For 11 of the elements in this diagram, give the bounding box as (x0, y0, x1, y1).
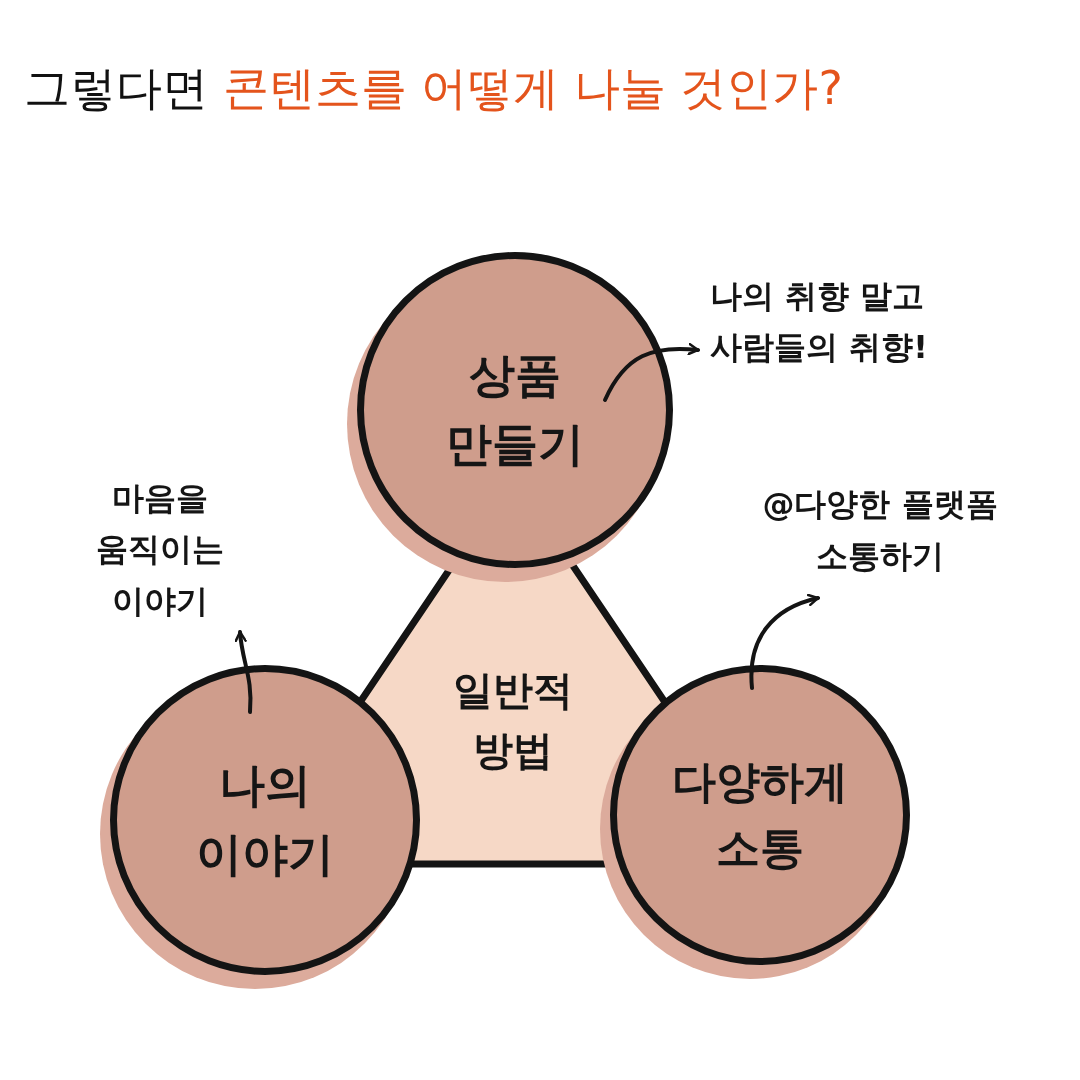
annotation-text: 마음을 움직이는 이야기 (95, 478, 225, 622)
curved-arrow (749, 594, 820, 690)
annotation-text: 나의 취향 말고 사람들의 취향! (710, 275, 929, 368)
curved-arrow (603, 343, 700, 402)
node-label: 다양하게 소통 (671, 755, 849, 875)
node-label: 일반적 방법 (451, 666, 574, 775)
curved-arrow (234, 630, 253, 714)
annotation-text: @다양한 플랫폼 소통하기 (761, 484, 999, 577)
title: 그렇다면 콘텐츠를 어떻게 나눌 것인가? (24, 60, 843, 117)
node-label: 나의 이야기 (195, 757, 335, 883)
node-label: 상품 만들기 (445, 347, 585, 473)
